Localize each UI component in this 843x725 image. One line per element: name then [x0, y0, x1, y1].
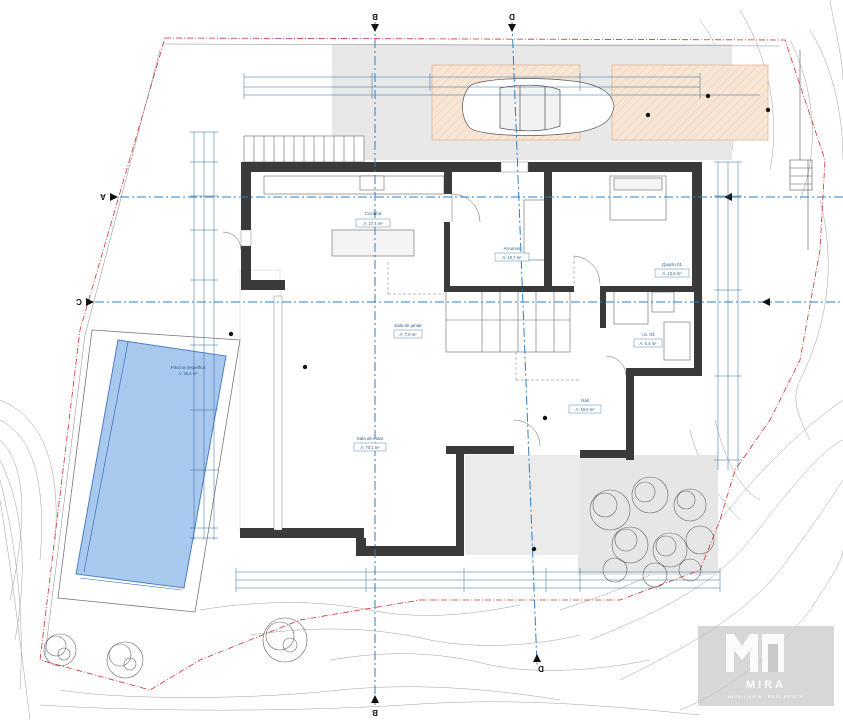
- dining-area: A: 7,0 m²: [400, 332, 418, 337]
- bathroom-area: A: 6,4 m²: [640, 341, 658, 346]
- fixtures: [243, 135, 691, 361]
- mira-logo: MIRA IMOBILIÁRIA · REAL ESTATE: [698, 626, 834, 706]
- pool-label: Piscina (espelho): [171, 365, 206, 370]
- hall-label: Hall: [581, 398, 589, 403]
- hidden-lines: [387, 256, 580, 381]
- hall-area: A: 19,0 m²: [575, 407, 595, 412]
- section-markers: [86, 24, 770, 703]
- bedroom-area: A: 13,6 m²: [662, 271, 682, 276]
- kitchen-area: A: 27,4 m²: [363, 221, 383, 226]
- section-lines: [95, 21, 843, 705]
- storage-label: Arrumos: [503, 246, 521, 251]
- dining-label: Sala de jantar: [394, 323, 422, 328]
- level-markers: [228, 93, 771, 552]
- room-labels: Cozinha A: 27,4 m² Arrumos A: 10,7 m² Qu…: [353, 211, 690, 452]
- section-d-bottom-label: D: [538, 664, 544, 673]
- section-a-left-label: A: [100, 192, 106, 201]
- door-swings: [222, 193, 627, 447]
- exterior-path: [789, 50, 813, 250]
- living-area: A: 70,1 m²: [360, 445, 380, 450]
- dimension-lines: [83, 73, 760, 592]
- windows: [240, 161, 529, 531]
- pool: Piscina (espelho) A: 36,6 m²: [57, 329, 241, 613]
- mira-brand: MIRA: [746, 679, 786, 691]
- section-d-top-label: D: [509, 12, 515, 21]
- property-boundary: [39, 37, 826, 691]
- section-c-left-label: C: [76, 297, 82, 306]
- bathroom-label: I.S. 01: [641, 332, 655, 337]
- bedroom-label: Quarto 01: [662, 262, 683, 267]
- kitchen-label: Cozinha: [365, 211, 382, 216]
- pool-area: A: 36,6 m²: [178, 371, 198, 376]
- mira-tagline: IMOBILIÁRIA · REAL ESTATE: [728, 695, 804, 699]
- walls: [240, 162, 702, 556]
- storage-area: A: 10,7 m²: [502, 255, 522, 260]
- living-label: Sala de estar: [357, 436, 384, 441]
- vegetation: [43, 476, 715, 679]
- section-b-top-label: B: [372, 12, 378, 21]
- section-b-bottom-label: B: [372, 708, 378, 717]
